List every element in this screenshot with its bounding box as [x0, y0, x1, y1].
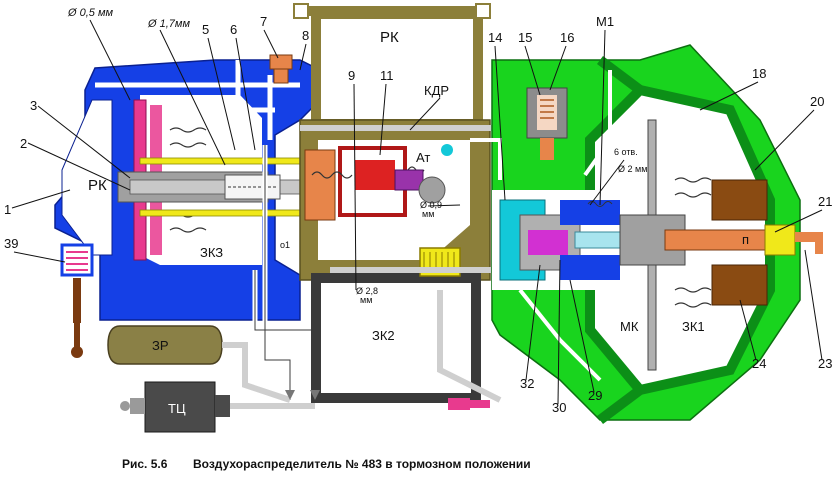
dim-d05: Ø 0,5 мм: [67, 7, 114, 19]
diaphragm-zk1: [619, 119, 823, 371]
label-rk-top: РК: [380, 29, 399, 46]
part-number: 15: [518, 30, 532, 45]
label-kdr: КДР: [424, 83, 449, 98]
figure-title: Воздухораспределитель № 483 в тормозном …: [193, 457, 531, 471]
label-m1: М1: [596, 14, 614, 29]
dim-holes-count: 6 отв.: [614, 147, 638, 157]
reservoir-pipes: [222, 342, 315, 409]
part-number: 30: [552, 400, 566, 415]
main-piston: [117, 99, 311, 261]
plug-7: [269, 54, 293, 84]
part-number: 9: [348, 68, 355, 83]
part-number: 16: [560, 30, 574, 45]
part-number: 1: [4, 202, 11, 217]
label-zr: ЗР: [152, 338, 169, 353]
label-tc: ТЦ: [168, 401, 186, 416]
part-number: 3: [30, 98, 37, 113]
dim-d09: Ø 0,9: [420, 200, 442, 210]
label-zk1: ЗК1: [682, 319, 705, 334]
part-number: 21: [818, 194, 832, 209]
part-number: 23: [818, 356, 832, 371]
label-p: п: [742, 232, 749, 247]
label-rk-left: РК: [88, 177, 107, 194]
label-zk3: ЗКЗ: [200, 245, 223, 260]
middle-block-olive: [299, 119, 491, 281]
part-number: 5: [202, 22, 209, 37]
part-number: 2: [20, 136, 27, 151]
brake-cylinder-tc: [120, 381, 230, 433]
leader-lines: [11, 19, 823, 405]
part-number: 7: [260, 14, 267, 29]
dim-holes-diam: Ø 2 мм: [618, 164, 647, 174]
part-number: 24: [752, 356, 766, 371]
green-channels: [470, 70, 612, 382]
dim-d28: Ø 2,8: [356, 286, 378, 296]
reservoir-zr: [107, 325, 223, 365]
part-number: 11: [380, 68, 394, 83]
zk2-chamber: [311, 273, 481, 403]
dim-d28-unit: мм: [360, 295, 372, 305]
part-number: 39: [4, 236, 18, 251]
drain-valve: [285, 390, 490, 410]
dim-d09-unit: мм: [422, 209, 434, 219]
label-zk2: ЗК2: [372, 328, 395, 343]
valve-16: [526, 87, 568, 160]
part-number: 29: [588, 388, 602, 403]
label-at: Ат: [416, 150, 430, 165]
part-number: 20: [810, 94, 824, 109]
dim-d17: Ø 1,7мм: [147, 18, 190, 30]
part-number: 8: [302, 28, 309, 43]
part-numbers: 1 2 3 5 6 7 8 9 11 14 15 16 18 20 21 23 …: [4, 14, 832, 415]
valve-39: [60, 243, 94, 358]
center-tubes: [300, 125, 520, 403]
part-number: 6: [230, 22, 237, 37]
mk-cavity: [492, 190, 726, 290]
figure-number: Рис. 5.6: [122, 457, 168, 471]
label-mk: МК: [620, 319, 639, 334]
label-o1: о1: [280, 240, 290, 250]
part-number: 18: [752, 66, 766, 81]
part-number: 32: [520, 376, 534, 391]
rk-chamber-top: [293, 3, 491, 129]
part-number: 14: [488, 30, 502, 45]
